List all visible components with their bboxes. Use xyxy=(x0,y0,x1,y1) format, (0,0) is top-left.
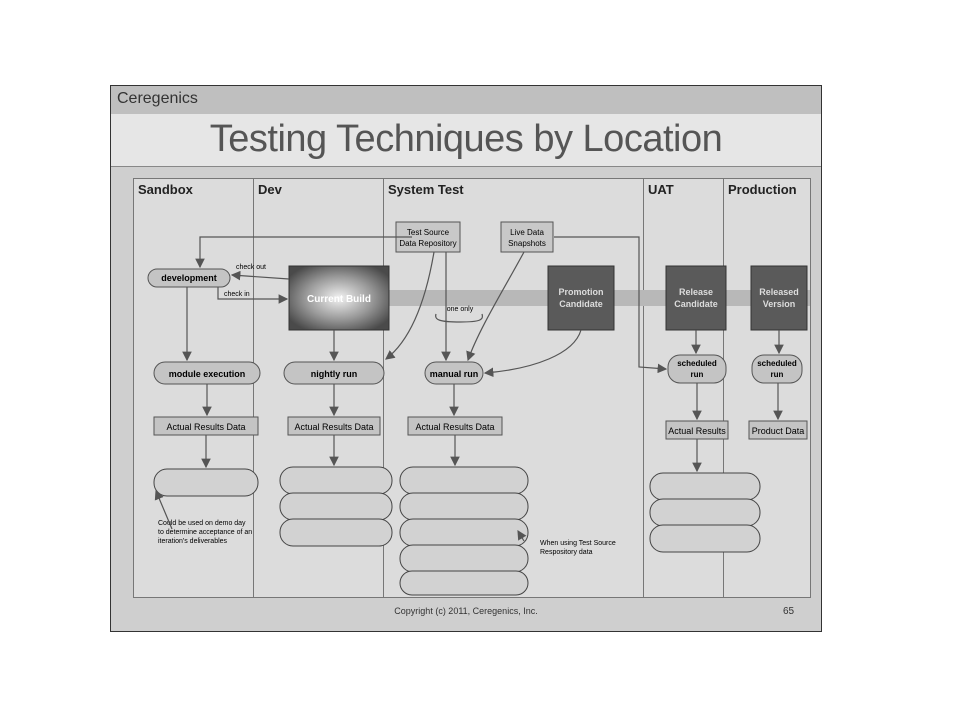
dev-result-set-3 xyxy=(279,518,393,547)
lane-sandbox: Sandbox xyxy=(134,179,254,597)
system-test-result-set-2 xyxy=(399,492,529,521)
system-test-results-box: Actual Results Data xyxy=(407,416,503,436)
uat-result-set-3 xyxy=(649,524,761,553)
dev-results-box: Actual Results Data xyxy=(287,416,381,436)
lane-title-sandbox: Sandbox xyxy=(138,182,193,197)
promotion-candidate-line-1: Promotion xyxy=(559,287,604,297)
lane-system-test: System Test xyxy=(384,179,644,597)
live-data-line-1: Live Data xyxy=(510,228,544,237)
sandbox-results-label: Actual Results Data xyxy=(166,422,245,432)
test-source-line-1: Test Source xyxy=(407,228,450,237)
lane-uat: UAT xyxy=(644,179,724,597)
uat-result-set-2 xyxy=(649,498,761,527)
brand-name: Ceregenics xyxy=(117,90,198,107)
edge-promotion-to-manual-run xyxy=(483,329,582,378)
release-candidate-line-2: Candidate xyxy=(674,299,718,309)
system-test-result-set-1 xyxy=(399,466,529,495)
page-number: 65 xyxy=(783,606,795,617)
nightly-run-node: nightly run xyxy=(283,361,385,385)
release-candidate-line-1: Release xyxy=(679,287,713,297)
brand-bar: Ceregenics xyxy=(111,86,821,115)
current-build-label: Current Build xyxy=(307,294,371,305)
system-test-result-set-5 xyxy=(399,570,529,596)
system-test-note: When using Test Source Respository data xyxy=(540,540,616,556)
sandbox-result-set xyxy=(153,468,259,497)
edge-test-source-to-development xyxy=(195,236,412,269)
system-test-results-label: Actual Results Data xyxy=(415,422,494,432)
module-execution-node: module execution xyxy=(153,361,261,385)
system-test-note-line-2: Respository data xyxy=(540,549,593,556)
flow-diagram: Test Source Data Repository Live Data Sn… xyxy=(147,221,810,596)
sandbox-results-box: Actual Results Data xyxy=(153,416,259,436)
dev-result-set-2 xyxy=(279,492,393,521)
manual-run-node: manual run xyxy=(424,361,484,385)
promotion-candidate-node: Promotion Candidate xyxy=(547,265,615,331)
edge-test-source-to-nightly-run xyxy=(385,251,435,360)
test-source-line-2: Data Repository xyxy=(399,239,456,248)
dev-result-set-1 xyxy=(279,466,393,495)
development-node: development xyxy=(147,268,231,288)
live-data-box: Live Data Snapshots xyxy=(500,221,554,253)
uat-scheduled-run-line-2: run xyxy=(691,370,704,379)
product-data-label: Product Data xyxy=(752,426,805,436)
prod-scheduled-run-node: scheduled run xyxy=(751,354,803,384)
edge-note-to-system-test-set xyxy=(517,529,527,542)
module-execution-label: module execution xyxy=(169,369,246,379)
sandbox-note: Could be used on demo day to determine a… xyxy=(158,520,252,545)
check-out-label: check out xyxy=(236,264,266,271)
released-version-line-1: Released xyxy=(759,287,799,297)
sandbox-note-line-2: to determine acceptance of an xyxy=(158,529,252,536)
copyright-footer: Copyright (c) 2011, Ceregenics, Inc. xyxy=(394,606,538,616)
system-test-note-line-1: When using Test Source xyxy=(540,540,616,547)
lane-title-uat: UAT xyxy=(648,182,674,197)
uat-result-set-1 xyxy=(649,472,761,501)
one-only-brace xyxy=(435,313,484,323)
lane-title-dev: Dev xyxy=(258,182,282,197)
edge-check-out xyxy=(230,270,290,281)
lane-title-production: Production xyxy=(728,182,797,197)
product-data-box: Product Data xyxy=(748,420,808,440)
check-in-label: check in xyxy=(224,291,250,298)
development-label: development xyxy=(161,273,217,283)
sandbox-note-line-3: iteration's deliverables xyxy=(158,538,228,545)
prod-scheduled-run-line-2: run xyxy=(771,370,784,379)
manual-run-label: manual run xyxy=(430,369,479,379)
promotion-candidate-line-2: Candidate xyxy=(559,299,603,309)
uat-results-box: Actual Results xyxy=(665,420,729,440)
current-build-node: Current Build xyxy=(288,265,390,331)
lane-dev: Dev xyxy=(254,179,384,597)
uat-scheduled-run-node: scheduled run xyxy=(667,354,727,384)
system-test-result-set-4 xyxy=(399,544,529,573)
dev-results-label: Actual Results Data xyxy=(294,422,373,432)
edge-live-data-to-manual-run xyxy=(466,251,525,362)
edge-check-in xyxy=(217,287,289,304)
uat-results-label: Actual Results xyxy=(668,426,726,436)
prod-scheduled-run-line-1: scheduled xyxy=(757,359,797,368)
lane-title-system-test: System Test xyxy=(388,182,464,197)
edge-note-to-sandbox-set xyxy=(154,489,173,530)
lane-production: Production xyxy=(724,179,810,597)
nightly-run-label: nightly run xyxy=(311,369,358,379)
connectors xyxy=(154,236,784,542)
title-bar: Testing Techniques by Location xyxy=(111,114,821,167)
uat-scheduled-run-line-1: scheduled xyxy=(677,359,717,368)
slide-title: Testing Techniques by Location xyxy=(209,118,723,160)
diagram-body: Sandbox Dev System Test UAT Production xyxy=(133,178,811,598)
slide: Ceregenics Testing Techniques by Locatio… xyxy=(110,85,822,632)
edge-live-data-to-uat-scheduled-run xyxy=(554,236,668,374)
released-version-node: Released Version xyxy=(750,265,808,331)
live-data-line-2: Snapshots xyxy=(508,239,546,248)
released-version-line-2: Version xyxy=(763,299,796,309)
sandbox-note-line-1: Could be used on demo day xyxy=(158,520,246,527)
one-only-label: one only xyxy=(447,306,474,313)
system-test-result-set-3 xyxy=(399,518,529,547)
release-candidate-node: Release Candidate xyxy=(665,265,727,331)
